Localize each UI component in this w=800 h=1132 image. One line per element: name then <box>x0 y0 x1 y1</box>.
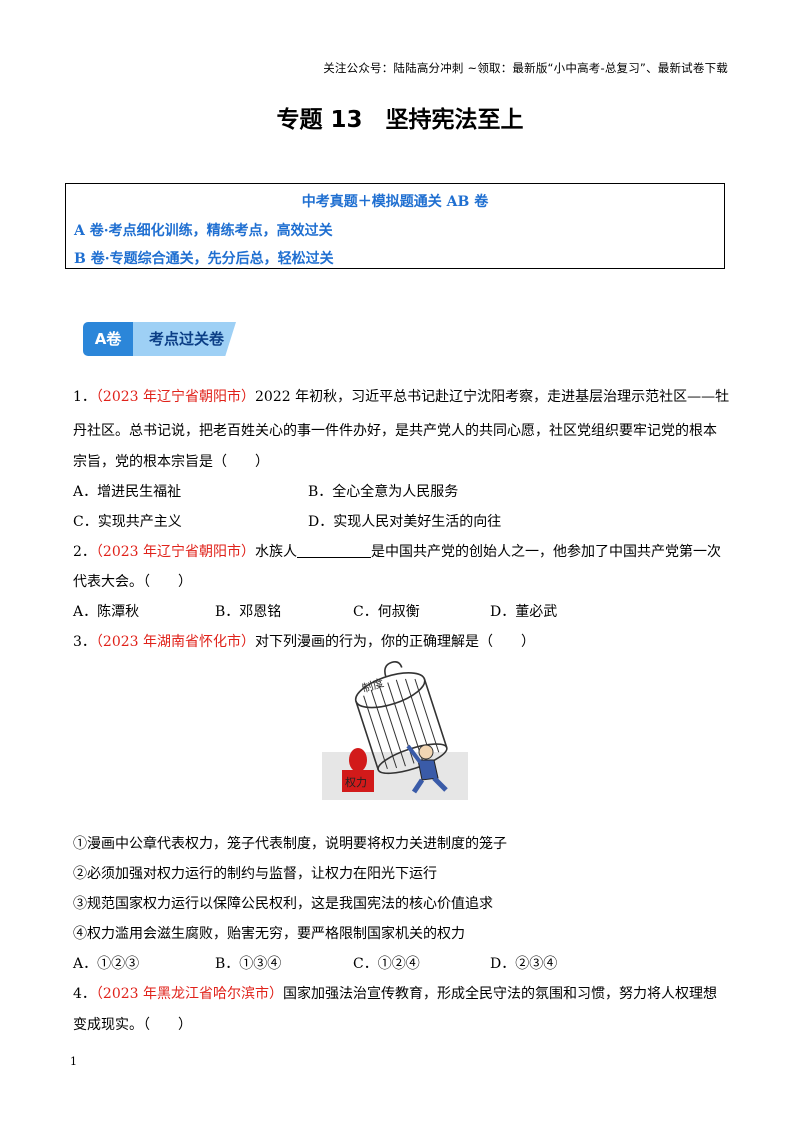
question-text: 对下列漫画的行为，你的正确理解是（ ） <box>255 634 536 650</box>
question-text: 2022 年初秋，习近平总书记赴辽宁沈阳考察，走进基层治理示范社区——牡 <box>255 389 730 405</box>
option-c: C．何叔衡 <box>353 604 420 620</box>
badge-right: 考点过关卷 <box>129 322 236 356</box>
question-4-line-2: 变成现实。（ ） <box>73 1017 192 1033</box>
intro-line-a: A 卷·考点细化训练，精练考点，高效过关 <box>74 223 333 239</box>
stamp-label: 权力 <box>345 776 367 789</box>
statement-4: ④权力滥用会滋生腐败，贻害无穷，要严格限制国家机关的权力 <box>73 926 465 942</box>
question-source: （2023 年湖南省怀化市） <box>95 634 256 650</box>
question-text: 水族人 <box>255 544 298 560</box>
question-3-line-1: 3．（2023 年湖南省怀化市）对下列漫画的行为，你的正确理解是（ ） <box>73 631 535 651</box>
question-1-line-1: 1．（2023 年辽宁省朝阳市）2022 年初秋，习近平总书记赴辽宁沈阳考察，走… <box>73 386 729 406</box>
option-a: A．增进民生福祉 <box>73 484 182 500</box>
intro-line-b: B 卷·专题综合通关，先分后总，轻松过关 <box>74 251 334 267</box>
question-text: 国家加强法治宣传教育，形成全民守法的氛围和习惯，努力将人权理想 <box>283 986 718 1002</box>
intro-box: 中考真题＋模拟题通关 AB 卷 A 卷·考点细化训练，精练考点，高效过关 B 卷… <box>65 183 725 269</box>
stamp-icon <box>349 748 367 772</box>
option-c: C．①②④ <box>353 956 420 972</box>
statement-2: ②必须加强对权力运行的制约与监督，让权力在阳光下运行 <box>73 866 437 882</box>
option-a: A．①②③ <box>73 956 140 972</box>
page-number: 1 <box>70 1055 77 1068</box>
answer-blank <box>297 543 372 558</box>
stamp-base <box>342 770 374 792</box>
option-d: D．董必武 <box>490 604 558 620</box>
option-b: B．全心全意为人民服务 <box>308 484 459 500</box>
option-c: C．实现共产主义 <box>73 514 182 530</box>
question-number: 3． <box>73 634 96 650</box>
question-number: 2． <box>73 544 96 560</box>
question-1-line-3: 宗旨，党的根本宗旨是（ ） <box>73 454 269 470</box>
question-text: 是中国共产党的创始人之一，他参加了中国共产党第一次 <box>371 544 722 560</box>
question-number: 1． <box>73 389 96 405</box>
intro-heading: 中考真题＋模拟题通关 AB 卷 <box>301 194 489 210</box>
option-b: B．①③④ <box>215 956 282 972</box>
question-4-line-1: 4．（2023 年黑龙江省哈尔滨市）国家加强法治宣传教育，形成全民守法的氛围和习… <box>73 983 717 1003</box>
power-cage-cartoon: 制度 权力 <box>322 660 468 800</box>
cage-label: 制度 <box>360 675 385 695</box>
question-source: （2023 年辽宁省朝阳市） <box>95 389 256 405</box>
question-source: （2023 年黑龙江省哈尔滨市） <box>95 986 284 1002</box>
section-badge: 考点过关卷 A卷 <box>83 322 236 356</box>
question-2-line-2: 代表大会。（ ） <box>73 574 192 590</box>
cage-icon: 制度 <box>354 660 448 775</box>
page-title: 专题 13 坚持宪法至上 <box>276 107 524 133</box>
statement-3: ③规范国家权力运行以保障公民权利，这是我国宪法的核心价值追求 <box>73 896 493 912</box>
badge-left: A卷 <box>83 322 133 356</box>
option-a: A．陈潭秋 <box>73 604 140 620</box>
option-d: D．②③④ <box>490 956 558 972</box>
person-icon <box>406 744 448 794</box>
question-1-line-2: 丹社区。总书记说，把老百姓关心的事一件件办好，是共产党人的共同心愿，社区党组织要… <box>73 423 717 439</box>
header-note: 关注公众号：陆陆高分冲刺 ~领取：最新版“小中高考-总复习”、最新试卷下载 <box>323 61 728 75</box>
option-b: B．邓恩铭 <box>215 604 282 620</box>
option-d: D．实现人民对美好生活的向往 <box>308 514 502 530</box>
question-number: 4． <box>73 986 96 1002</box>
statement-1: ①漫画中公章代表权力，笼子代表制度，说明要将权力关进制度的笼子 <box>73 836 507 852</box>
question-source: （2023 年辽宁省朝阳市） <box>95 544 256 560</box>
question-2-line-1: 2．（2023 年辽宁省朝阳市）水族人 是中国共产党的创始人之一，他参加了中国共产… <box>73 541 721 561</box>
